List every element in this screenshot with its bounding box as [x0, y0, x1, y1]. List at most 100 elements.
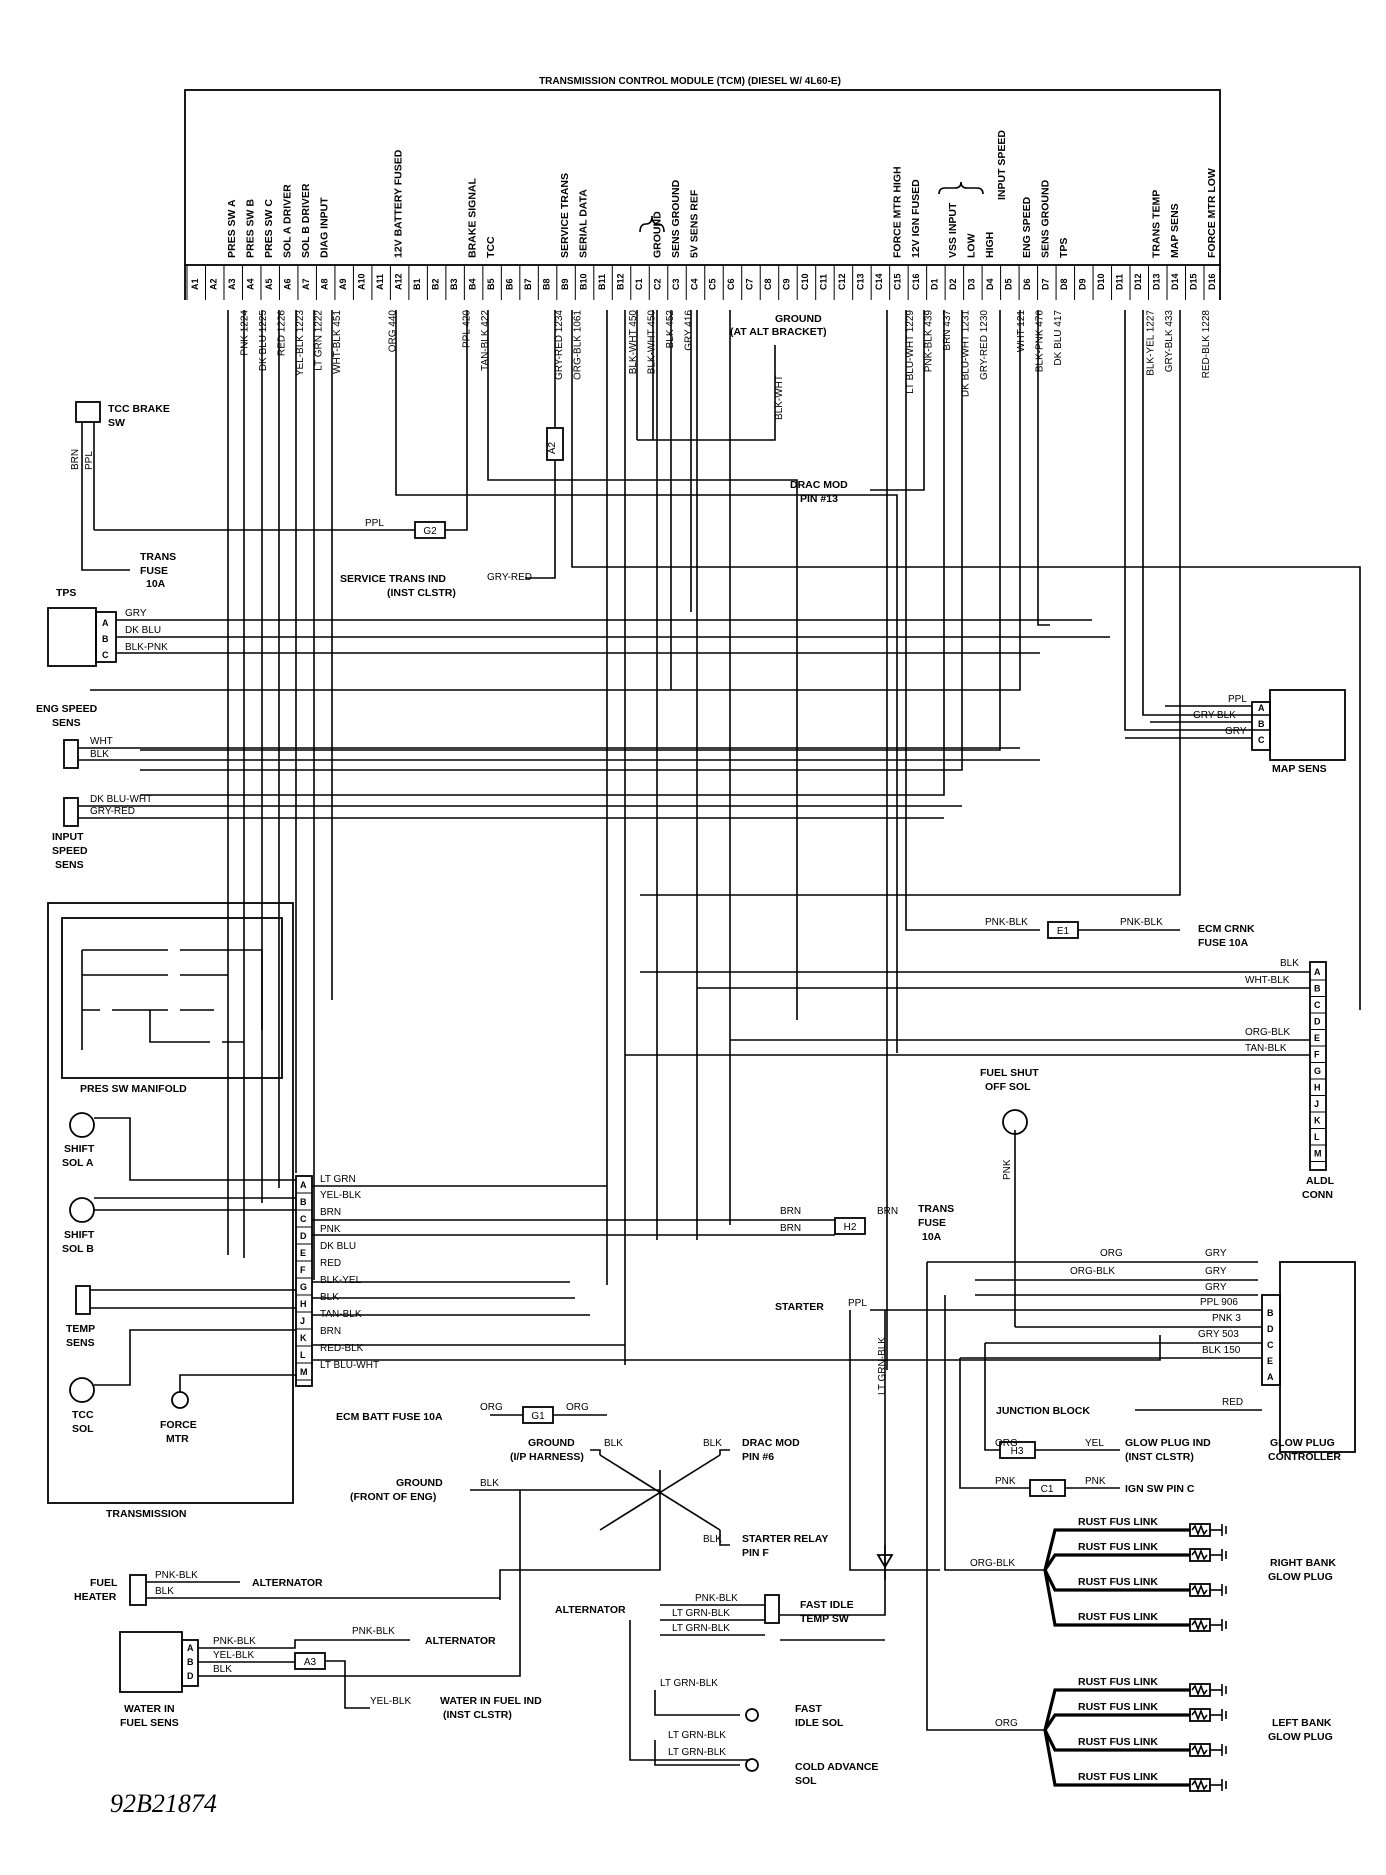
eng-blk-label: BLK [90, 749, 109, 760]
cas-ltgrnblk2: LT GRN-BLK [668, 1747, 726, 1758]
gp-gry3: GRY [1205, 1282, 1227, 1293]
tcm-pin-c11: C11 [819, 274, 829, 290]
cold-advance-label2: SOL [795, 1775, 817, 1787]
gp-gry503: GRY 503 [1198, 1329, 1239, 1340]
starter-relay-label2: PIN F [742, 1547, 769, 1559]
tcm-wire-label: DK BLU-WHT 1231 [961, 310, 972, 398]
aldl-pin: C [1314, 1000, 1321, 1010]
tcm-pin-c2: C2 [652, 278, 662, 290]
tps-pin-b: B [102, 634, 109, 644]
tcm-pin-c14: C14 [874, 273, 884, 290]
starter-relay-label: STARTER RELAY [742, 1533, 828, 1545]
force-mtr-label: FORCE [160, 1419, 197, 1431]
aldl-pin: H [1314, 1083, 1321, 1093]
glow-ind-label: GLOW PLUG IND [1125, 1437, 1211, 1449]
gp-blk150: BLK 150 [1202, 1345, 1241, 1356]
h2-label: H2 [844, 1222, 857, 1233]
eng-speed-label2: SENS [52, 717, 81, 729]
trans-brn2: BRN [320, 1326, 341, 1337]
tcm-function-label: GROUND [651, 211, 663, 258]
tcm-function-label: DIAG INPUT [318, 197, 330, 258]
tcm-pin-c16: C16 [911, 273, 921, 290]
aldl-blk-label: BLK [1280, 958, 1299, 969]
wif-pnkblk: PNK-BLK [213, 1636, 256, 1647]
tcm-wire-label: WHT-BLK 451 [332, 310, 343, 374]
tcm-wire-label: PNK 1224 [239, 310, 250, 356]
alt-ltgrnblk1: LT GRN-BLK [672, 1608, 730, 1619]
rust-fus-link-label: RUST FUS LINK [1078, 1541, 1158, 1553]
aldl-label2: CONN [1302, 1189, 1333, 1201]
eng-speed-label: ENG SPEED [36, 703, 98, 715]
tcm-function-label: HIGH [984, 232, 996, 258]
map-gryblk-label: GRY-BLK [1193, 710, 1236, 721]
trans-pin: C [300, 1214, 307, 1224]
tcm-pin-b5: B5 [486, 278, 496, 290]
tcm-pin-d8: D8 [1059, 278, 1069, 290]
h2-brn-bottom: BRN [780, 1223, 801, 1234]
trans-brn: BRN [320, 1207, 341, 1218]
ground-ip-label2: (I/P HARNESS) [510, 1451, 584, 1463]
ecm-crnk-label2: FUSE 10A [1198, 937, 1249, 949]
tcm-pin-a1: A1 [190, 278, 200, 290]
tcm-wire-label: BLK-WHT 450 [646, 310, 657, 375]
aldl-pin: B [1314, 984, 1321, 994]
tcm-wire-label: BLK-WHT 450 [628, 310, 639, 375]
fast-idle-temp-label: FAST IDLE [800, 1599, 854, 1611]
tcm-wire-label: LT BLU-WHT 1229 [905, 310, 916, 394]
tcm-pin-b2: B2 [430, 278, 440, 290]
tcm-function-label: 12V BATTERY FUSED [392, 149, 404, 258]
shift-sol-a-label2: SOL A [62, 1157, 94, 1169]
brn-label: BRN [70, 449, 81, 470]
tcm-pin-b7: B7 [523, 278, 533, 290]
tcm-function-label: 12V IGN FUSED [910, 179, 922, 258]
ground-brace [639, 215, 665, 233]
left-bank-links [1043, 1688, 1190, 1787]
shift-sol-b-label: SHIFT [64, 1229, 95, 1241]
input-speed-label: INPUT [52, 831, 84, 843]
aldl-tanblk-label: TAN-BLK [1245, 1043, 1287, 1054]
map-sens-label: MAP SENS [1272, 763, 1327, 775]
tcm-pin-a3: A3 [227, 278, 237, 290]
wif-pin-d: D [187, 1671, 194, 1681]
tcm-wire-label: BRN 437 [942, 310, 953, 351]
tcm-function-label: SENS GROUND [1040, 179, 1052, 258]
tcm-box [184, 89, 1221, 266]
map-ppl-label: PPL [1228, 694, 1247, 705]
tcc-brake-switch [75, 401, 101, 423]
g1-label: G1 [531, 1411, 545, 1422]
ground-alt-label: GROUND [775, 313, 822, 325]
tcm-function-label: FORCE MTR HIGH [892, 166, 904, 258]
tcm-pin-a11: A11 [375, 274, 385, 290]
c1-pnk-right: PNK [1085, 1476, 1106, 1487]
tcm-pin-c8: C8 [763, 278, 773, 290]
fuel-shut-off-sol [1002, 1109, 1028, 1135]
h3-org: ORG [995, 1438, 1018, 1449]
temp-sens-label: TEMP [66, 1323, 95, 1335]
input-speed-label3: SENS [55, 859, 84, 871]
trans-fuse-label: TRANS [140, 551, 176, 563]
tcm-pin-c7: C7 [745, 278, 755, 290]
g1-org-right: ORG [566, 1402, 589, 1413]
ground-ip-blk: BLK [604, 1438, 623, 1449]
fis-ltgrnblk: LT GRN-BLK [660, 1678, 718, 1689]
ecm-batt-label: ECM BATT FUSE 10A [336, 1411, 443, 1423]
wif-sens-label: WATER IN [124, 1703, 175, 1715]
aldl-label: ALDL [1306, 1175, 1335, 1187]
map-pin-c: C [1258, 735, 1265, 745]
ltgrnblk-vertical: LT GRN-BLK [877, 1337, 888, 1395]
trans-fuse-b2: FUSE [918, 1217, 946, 1229]
trans-fuse-b3: 10A [922, 1231, 942, 1243]
drac-mod-label: DRAC MOD [790, 479, 848, 491]
aldl-pin: K [1314, 1116, 1321, 1126]
tcm-pin-d4: D4 [985, 278, 995, 290]
tcm-pin-a8: A8 [319, 278, 329, 290]
aldl-pin: L [1314, 1132, 1320, 1142]
aldl-pin: E [1314, 1033, 1320, 1043]
trans-fuse-label3: 10A [146, 578, 166, 590]
trans-pin: E [300, 1248, 306, 1258]
tcm-wire-label: ORG 440 [387, 310, 398, 353]
right-bank-label2: GLOW PLUG [1268, 1571, 1333, 1583]
service-trans-ind-label: SERVICE TRANS IND [340, 573, 446, 585]
trans-pin: H [300, 1299, 307, 1309]
